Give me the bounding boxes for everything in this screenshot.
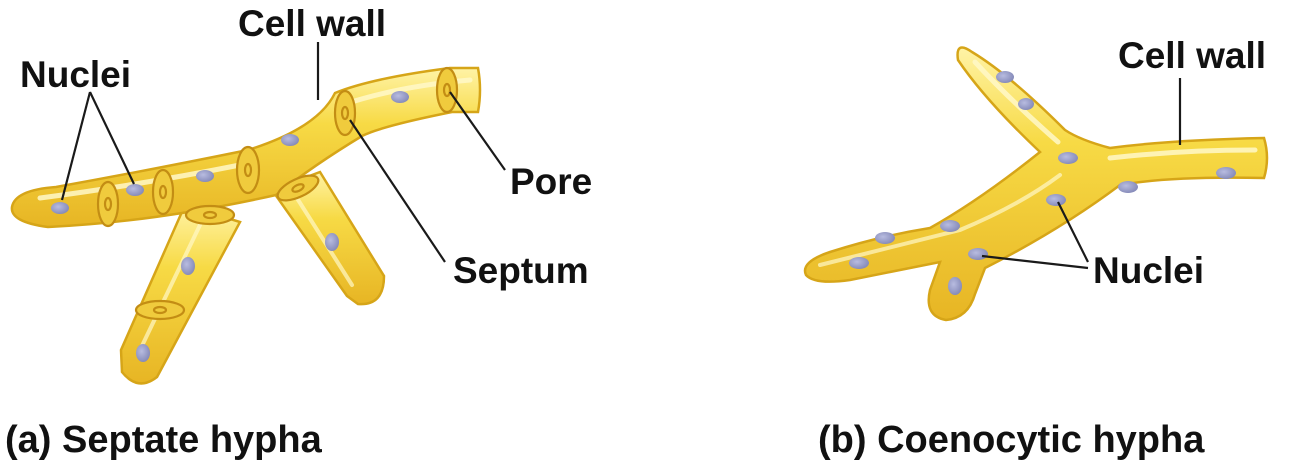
nuclei-b — [849, 71, 1236, 295]
nucleus — [325, 233, 339, 251]
septum-ring — [235, 145, 261, 195]
caption-septate: (a) Septate hypha — [5, 419, 323, 461]
septum-pore — [442, 82, 452, 98]
septum-ring — [333, 89, 357, 137]
nucleus — [1018, 98, 1034, 110]
septum-pore — [152, 305, 168, 315]
nucleus — [940, 220, 960, 232]
nucleus — [948, 277, 962, 295]
septum-pore — [243, 162, 253, 178]
septum-ring — [96, 180, 120, 228]
nucleus — [1046, 194, 1066, 206]
nucleus — [136, 344, 150, 362]
leaders-b — [981, 78, 1182, 270]
nucleus — [875, 232, 895, 244]
septum-ring — [276, 174, 320, 202]
nucleus — [181, 257, 195, 275]
septum-ring — [184, 204, 236, 226]
label-nuclei-b: Nuclei — [1093, 250, 1204, 291]
septate-hypha: Nuclei Cell wall Pore Septum (a) Septate… — [5, 3, 592, 461]
septum-pore — [340, 105, 350, 121]
nucleus — [391, 91, 409, 103]
caption-coenocytic: (b) Coenocytic hypha — [818, 419, 1205, 461]
septum-pore — [202, 210, 218, 220]
nucleus — [1118, 181, 1138, 193]
coenocytic-hypha: Cell wall Nuclei (b) Coenocytic hypha — [803, 35, 1269, 461]
septum-pore — [158, 184, 168, 200]
nucleus — [126, 184, 144, 196]
nucleus — [281, 134, 299, 146]
septum-ring — [435, 66, 459, 114]
nucleus — [996, 71, 1014, 83]
nucleus — [1058, 152, 1078, 164]
septum-ring — [134, 299, 186, 321]
label-cell-wall-a: Cell wall — [238, 3, 386, 44]
leaders-a — [60, 42, 506, 263]
nucleus — [849, 257, 869, 269]
label-pore: Pore — [510, 161, 592, 202]
label-septum: Septum — [453, 250, 589, 291]
hypha-body-b — [803, 46, 1269, 322]
label-nuclei-a: Nuclei — [20, 54, 131, 95]
septum-pore — [291, 183, 305, 193]
label-cell-wall-b: Cell wall — [1118, 35, 1266, 76]
septum-ring — [151, 168, 175, 216]
nucleus — [196, 170, 214, 182]
septum-pore — [103, 196, 113, 212]
nucleus — [1216, 167, 1236, 179]
nucleus — [968, 248, 988, 260]
nuclei-a — [51, 91, 409, 362]
hypha-branch-lower-left — [119, 203, 242, 385]
nucleus — [51, 202, 69, 214]
septa — [96, 66, 459, 321]
